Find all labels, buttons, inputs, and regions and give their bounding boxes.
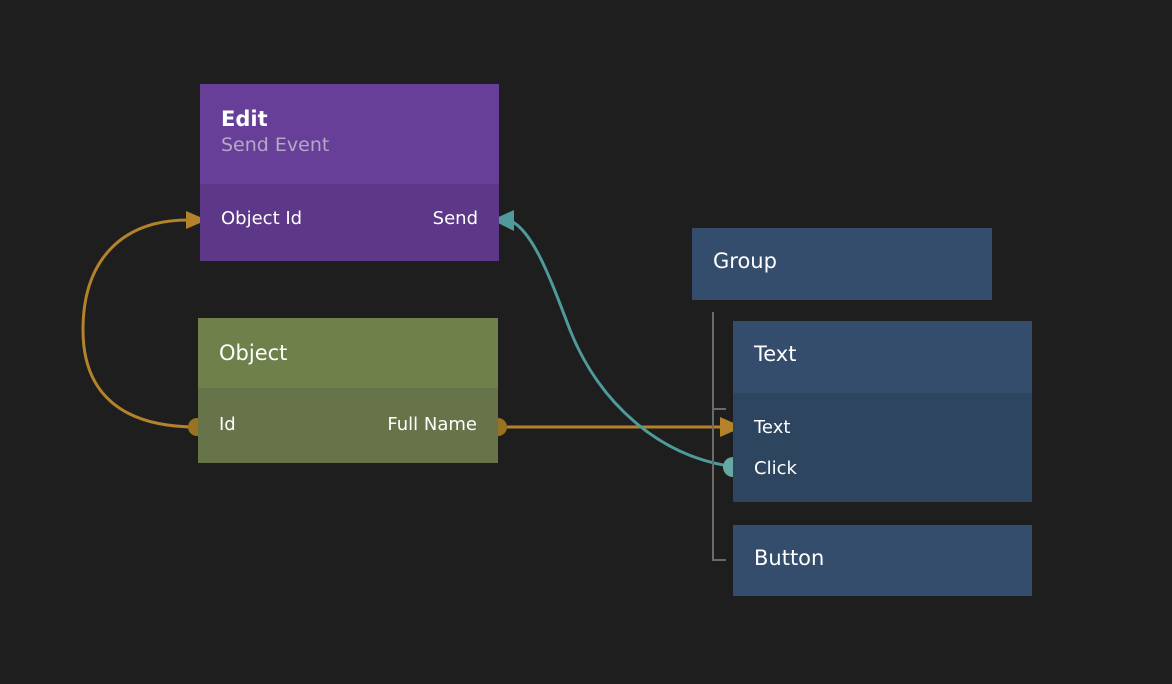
- node-button[interactable]: Button: [733, 525, 1032, 596]
- node-text-body: Text Click: [733, 393, 1032, 502]
- node-edit-title: Edit: [221, 107, 268, 131]
- node-edit-body: Object Id Send: [200, 184, 499, 261]
- node-edit-port-row: Object Id Send: [200, 198, 499, 239]
- tree-connector-stub-button: [712, 559, 726, 561]
- node-edit-subtitle: Send Event: [221, 134, 330, 156]
- tree-connector-trunk: [712, 312, 714, 561]
- tree-connector-stub-text: [712, 408, 726, 410]
- node-text-title: Text: [754, 342, 797, 366]
- node-group[interactable]: Group: [692, 228, 992, 300]
- node-object[interactable]: Object Id Full Name: [198, 318, 498, 463]
- node-edit[interactable]: Edit Send Event Object Id Send: [200, 84, 499, 261]
- node-text-header: Text: [733, 321, 1032, 393]
- node-text[interactable]: Text Text Click: [733, 321, 1032, 502]
- node-button-title: Button: [754, 546, 825, 570]
- node-edit-header: Edit Send Event: [200, 84, 499, 184]
- port-label-text-click[interactable]: Click: [754, 457, 797, 479]
- edge-object-id-to-edit-object-id: [81, 218, 198, 429]
- node-group-title: Group: [713, 249, 777, 273]
- node-object-header: Object: [198, 318, 498, 388]
- node-text-port-row-click: Click: [733, 448, 1032, 489]
- port-label-object-id[interactable]: Id: [219, 413, 236, 435]
- port-label-object-fullname[interactable]: Full Name: [387, 413, 477, 435]
- node-object-port-row: Id Full Name: [198, 404, 498, 445]
- node-text-port-row-text: Text: [733, 407, 1032, 448]
- node-object-body: Id Full Name: [198, 388, 498, 463]
- port-label-edit-object-id[interactable]: Object Id: [221, 207, 303, 229]
- port-label-text-text[interactable]: Text: [754, 416, 791, 438]
- node-button-header: Button: [733, 525, 1032, 596]
- node-object-title: Object: [219, 341, 288, 365]
- node-group-header: Group: [692, 228, 992, 300]
- port-label-edit-send[interactable]: Send: [432, 207, 478, 229]
